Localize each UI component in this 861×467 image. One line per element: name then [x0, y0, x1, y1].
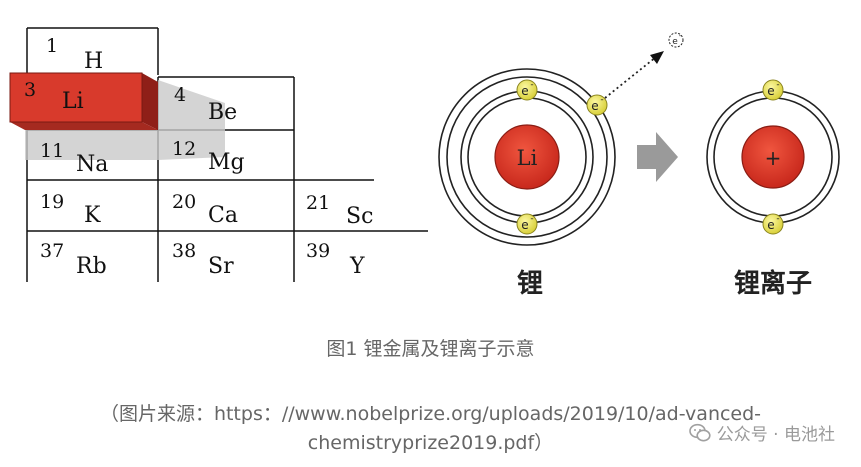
svg-text:e: e: [591, 99, 598, 113]
svg-text:-: -: [679, 32, 682, 40]
lithium-nucleus: [494, 124, 560, 190]
electron-valence: e -: [586, 94, 608, 116]
ion-electron-bottom: e -: [762, 213, 784, 235]
na-symbol: Na: [76, 152, 108, 177]
lithium-nucleus-label: Li: [517, 146, 538, 170]
escape-path: [604, 56, 657, 99]
atom-label: 锂: [517, 269, 543, 299]
svg-text:e: e: [767, 84, 774, 98]
ca-symbol: Ca: [208, 203, 238, 228]
li-block-face: [9, 72, 143, 123]
wechat-icon: [688, 423, 711, 441]
k-symbol: K: [84, 203, 101, 228]
na-number: 11: [40, 140, 64, 162]
lithium-figure: 1 H 3 Li 4 Be 11 Na 12 Mg 19 K 20 Ca 21 …: [9, 27, 840, 299]
li-number: 3: [24, 79, 36, 101]
ion-electron-top: e -: [762, 79, 784, 101]
sr-number: 38: [172, 240, 196, 262]
figure-caption: 图1 锂金属及锂离子示意: [326, 338, 535, 360]
electron-bottom: e -: [516, 213, 538, 235]
h-number: 1: [46, 35, 58, 57]
h-symbol: H: [84, 49, 103, 74]
y-symbol: Y: [349, 254, 365, 279]
rb-symbol: Rb: [76, 254, 107, 279]
rb-number: 37: [40, 240, 64, 262]
li-symbol: Li: [62, 89, 84, 114]
ion-nucleus-label: +: [765, 146, 782, 170]
mg-number: 12: [172, 138, 196, 160]
escape-arrowhead: [650, 51, 664, 64]
electron-top: e -: [516, 79, 538, 101]
svg-text:-: -: [776, 214, 779, 224]
mg-symbol: Mg: [208, 150, 245, 175]
sr-symbol: Sr: [208, 254, 234, 279]
li-block-bottom: [10, 122, 158, 130]
lithium-atom: Li e - e - e - e - 锂: [438, 32, 684, 299]
outer-orbit-inner: [446, 76, 608, 238]
svg-text:e: e: [767, 218, 774, 232]
svg-text:-: -: [530, 214, 533, 224]
k-number: 19: [40, 191, 64, 213]
svg-text:-: -: [776, 80, 779, 90]
ion-label: 锂离子: [734, 268, 812, 299]
svg-text:-: -: [600, 95, 603, 105]
watermark: 公众号 · 电池社: [688, 420, 835, 445]
li-block-side: [142, 73, 158, 130]
svg-text:e: e: [521, 84, 528, 98]
be-symbol: Be: [208, 100, 237, 125]
ca-number: 20: [172, 191, 196, 213]
li-lift-shadow: [25, 80, 225, 160]
sc-number: 21: [306, 192, 330, 214]
sc-symbol: Sc: [346, 204, 373, 229]
y-number: 39: [306, 240, 330, 262]
svg-text:-: -: [530, 80, 533, 90]
svg-text:e: e: [521, 218, 528, 232]
ion-nucleus: [741, 125, 805, 189]
lithium-ion: + e - e - 锂离子: [706, 79, 840, 299]
source-line-2: chemistryprize2019.pdf）: [307, 432, 554, 454]
svg-text:e: e: [672, 37, 678, 47]
watermark-text: 公众号 · 电池社: [716, 425, 835, 445]
escaped-electron: e -: [668, 32, 684, 48]
be-number: 4: [174, 84, 186, 106]
outer-orbit-outer: [438, 68, 616, 246]
periodic-table: 1 H 3 Li 4 Be 11 Na 12 Mg 19 K 20 Ca 21 …: [9, 27, 428, 282]
source-line-1: （图片来源：https：//www.nobelprize.org/uploads…: [99, 403, 762, 425]
transition-arrow-icon: [637, 132, 678, 182]
